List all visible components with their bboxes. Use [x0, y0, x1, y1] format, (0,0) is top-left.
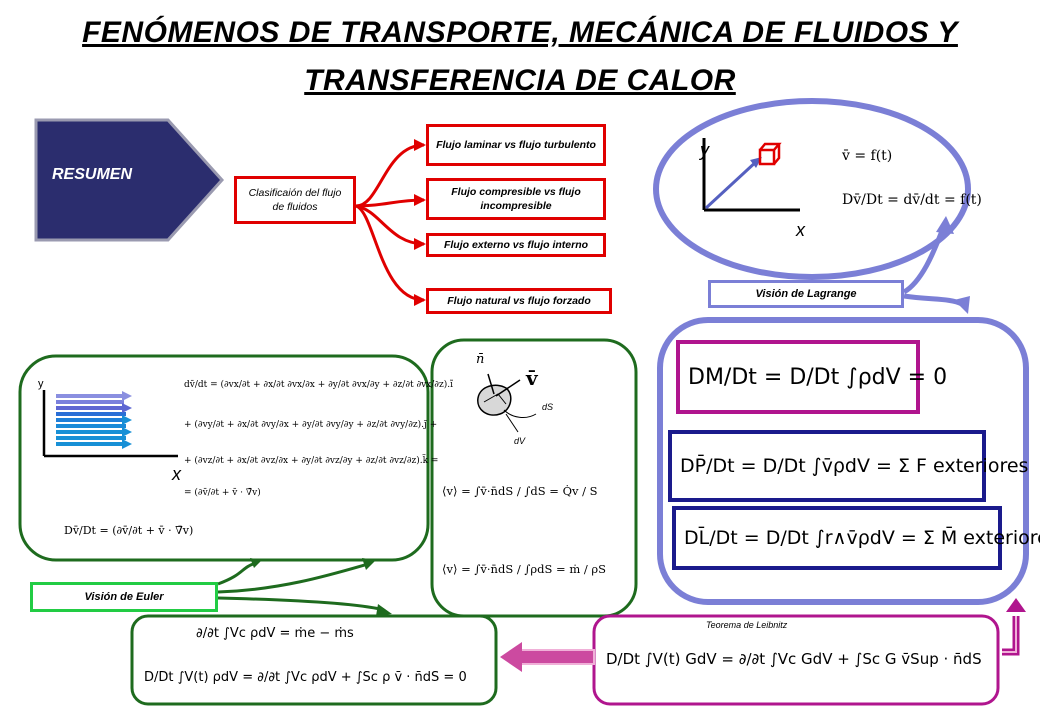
- euler-label: Visión de Euler: [30, 582, 218, 612]
- page-title-line-1: FENÓMENOS DE TRANSPORTE, MECÁNICA DE FLU…: [82, 16, 958, 49]
- leibniz-eq: D/Dt ∫V(t) GdV = ∂/∂t ∫Vc GdV + ∫Sc G v̄…: [606, 650, 982, 668]
- average-velocity-eq-2: ⟨v⟩ = ∫v̄·n̄dS / ∫ρdS = ṁ / ρS: [442, 562, 607, 576]
- continuity-container: [130, 614, 498, 706]
- control-volume-blob: [477, 384, 512, 416]
- lagrange-axis-x: x: [796, 220, 805, 240]
- euler-axes: [42, 390, 178, 458]
- normal-vector-label: n̄: [476, 352, 485, 367]
- lagrange-axis-y: y: [700, 140, 709, 160]
- mass-conservation-eq: DM/Dt = D/Dt ∫ρdV = 0: [676, 340, 947, 414]
- lagrange-velocity-eq: v̄ = f(t): [842, 148, 893, 164]
- euler-accel-i: dv̄/dt = (∂vx/∂t + ∂x/∂t ∂vx/∂x + ∂y/∂t …: [184, 380, 453, 390]
- leibniz-title: Teorema de Leibnitz: [706, 620, 788, 630]
- continuity-eq-2: D/Dt ∫V(t) ρdV = ∂/∂t ∫Vc ρdV + ∫Sc ρ v̄…: [144, 670, 467, 685]
- velocity-vector-label: v̄: [526, 366, 538, 390]
- lagrange-acceleration-eq: Dv̄/Dt = dv̄/dt = f(t): [842, 192, 982, 208]
- classification-item-compressible: Flujo compresible vs flujo incompresible: [426, 178, 606, 220]
- euler-accel-k: + (∂vz/∂t + ∂x/∂t ∂vz/∂x + ∂y/∂t ∂vz/∂y …: [184, 456, 439, 466]
- continuity-eq-1: ∂/∂t ∫Vc ρdV = ṁe − ṁs: [196, 626, 354, 641]
- lagrange-ellipse: [653, 98, 971, 280]
- page-title-line-2: TRANSFERENCIA DE CALOR: [304, 64, 736, 97]
- classification-box: Clasificaión del flujo de fluidos: [234, 176, 356, 224]
- momentum-eq: DP̄/Dt = D/Dt ∫v̄ρdV = Σ F exteriores: [668, 430, 1028, 502]
- resumen-label: RESUMEN: [52, 166, 133, 183]
- euler-axis-y: y: [38, 378, 44, 390]
- resumen-chevron: [34, 118, 225, 242]
- lagrange-trajectory: [704, 158, 760, 210]
- classification-arrowheads: [414, 139, 426, 306]
- volume-element-label: dV: [514, 436, 526, 446]
- angular-momentum-eq: DL̄/Dt = D/Dt ∫r∧v̄ρdV = Σ M̄ exteriores: [672, 506, 1040, 570]
- euler-accel-j: + (∂vy/∂t + ∂x/∂t ∂vy/∂x + ∂y/∂t ∂vy/∂y …: [184, 420, 438, 430]
- euler-axis-x: x: [172, 464, 181, 484]
- classification-item-natural: Flujo natural vs flujo forzado: [426, 288, 612, 314]
- average-velocity-eq-1: ⟨v⟩ = ∫v̄·n̄dS / ∫dS = Q̇v / S: [442, 484, 598, 498]
- classification-item-external: Flujo externo vs flujo interno: [426, 233, 606, 257]
- euler-velocity-lines: [56, 394, 126, 446]
- lagrange-label: Visión de Lagrange: [708, 280, 904, 308]
- lagrange-axes: [702, 138, 800, 212]
- lagrange-cube: [758, 142, 782, 166]
- surface-element-label: dS: [542, 402, 554, 412]
- euler-accel-sum: = (∂v̄/∂t + v̄ · ∇̄v): [184, 488, 261, 498]
- classification-connectors: [355, 143, 425, 302]
- material-derivative-eq: Dv̄/Dt = (∂v̄/∂t + v̄ · ∇̄v): [64, 524, 194, 537]
- classification-item-laminar: Flujo laminar vs flujo turbulento: [426, 124, 606, 166]
